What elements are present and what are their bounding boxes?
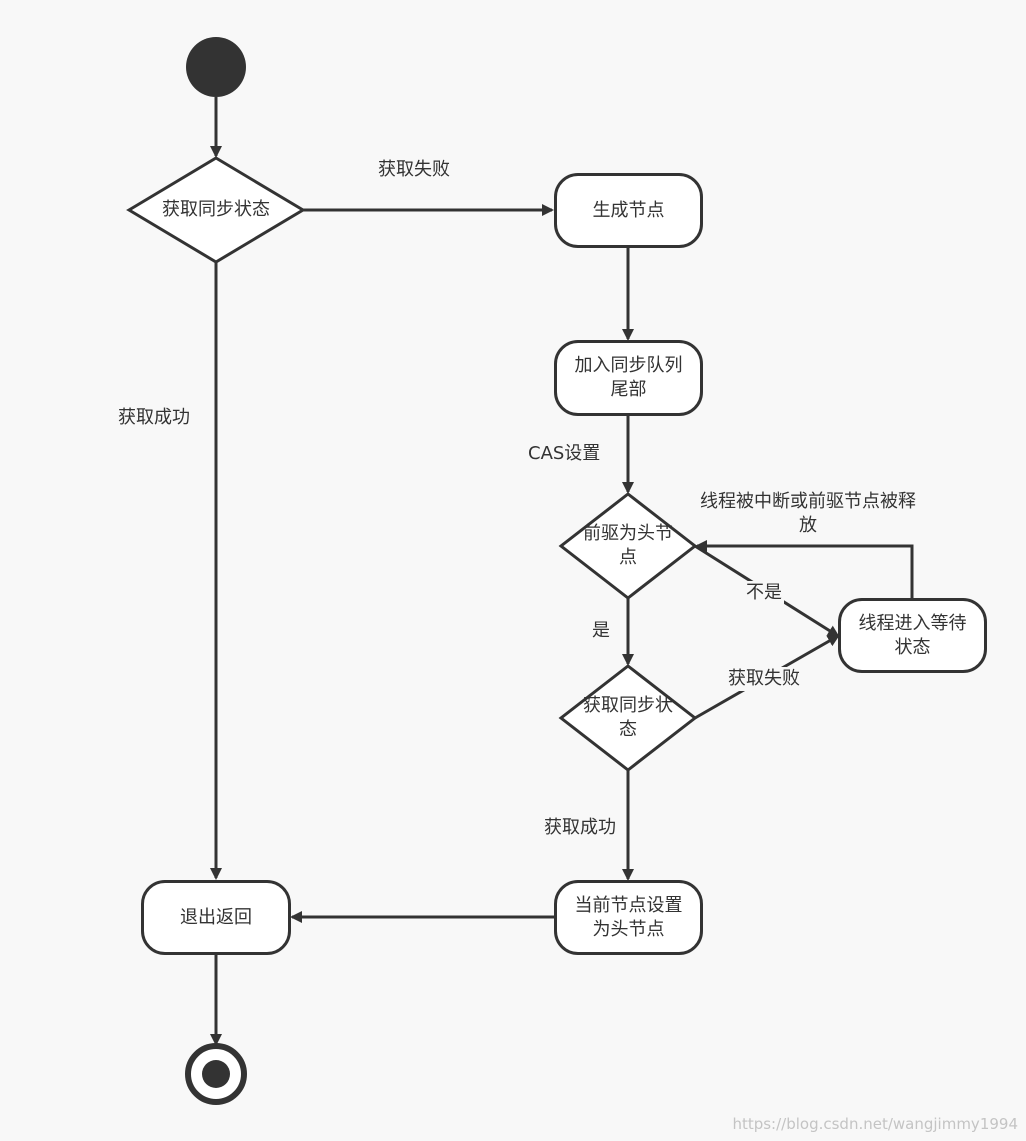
label-interrupt-or-release: 线程被中断或前驱节点被释 放 <box>700 491 916 536</box>
initial-node <box>186 37 246 97</box>
label-success-left: 获取成功 <box>118 407 190 428</box>
decision-get-state-1-text: 获取同步状态 <box>162 199 270 220</box>
label-fail-mid: 获取失败 <box>726 667 802 691</box>
label-cas-set: CAS设置 <box>528 443 601 464</box>
edge-wait-to-pred-head <box>695 540 914 598</box>
label-success-bottom: 获取成功 <box>544 817 616 838</box>
decision-pred-head-text: 前驱为头节 点 <box>583 523 673 568</box>
decision-get-state-2-text: 获取同步状 态 <box>583 695 673 740</box>
label-yes: 是 <box>592 620 610 641</box>
watermark-text: https://blog.csdn.net/wangjimmy1994 <box>732 1115 1018 1133</box>
label-fail-top: 获取失败 <box>378 159 450 180</box>
label-not-yes: 不是 <box>744 581 784 605</box>
final-node-inner <box>202 1060 230 1088</box>
